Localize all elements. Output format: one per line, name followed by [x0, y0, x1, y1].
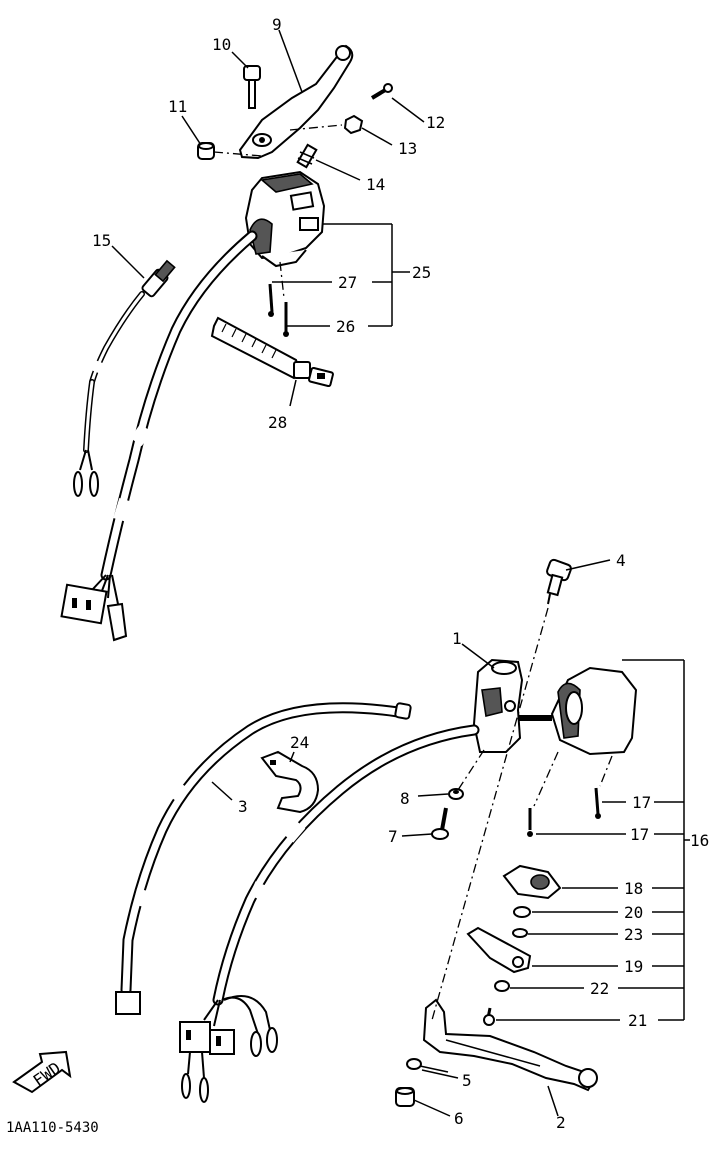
- part-label: 17: [630, 825, 649, 844]
- neutral-switch-wire: [73, 259, 176, 497]
- part-label: 2: [556, 1113, 566, 1132]
- spring-14: [296, 143, 318, 169]
- part-label: 7: [388, 827, 398, 846]
- part-label: 10: [212, 35, 231, 54]
- cable-clamp: [260, 750, 320, 814]
- drawing-code: 1AA110-5430: [6, 1120, 99, 1136]
- screw-17a: [594, 787, 601, 819]
- part-label: 23: [624, 925, 643, 944]
- cable-band: [210, 316, 334, 388]
- assembly-line: [289, 124, 343, 131]
- part-label: 18: [624, 879, 643, 898]
- screw-27: [268, 283, 274, 317]
- wire-harness-upper: [60, 230, 258, 642]
- leader-lines-lower: [211, 559, 690, 1117]
- nut-13: [343, 114, 364, 135]
- part-label: 27: [338, 273, 357, 292]
- screw-12: [370, 83, 394, 100]
- part-label: 26: [336, 317, 355, 336]
- part-label: 16: [690, 831, 709, 850]
- part-label: 14: [366, 175, 385, 194]
- part-label: 8: [400, 789, 410, 808]
- part-label: 9: [272, 15, 282, 34]
- assembly-line: [279, 261, 285, 299]
- screw-21: [483, 1007, 495, 1026]
- wire-harness-lower: [179, 724, 480, 1103]
- part-label: 4: [616, 551, 626, 570]
- lever-nut: [197, 142, 215, 160]
- nut-22: [494, 980, 510, 992]
- part-label: 20: [624, 903, 643, 922]
- part-label: 1: [452, 629, 462, 648]
- switch-knob-18: [502, 864, 562, 900]
- pivot-bolt: [243, 65, 261, 109]
- forward-arrow-icon: FWD: [12, 1050, 72, 1094]
- pivot-pin-5: [406, 1058, 449, 1073]
- screw-26: [283, 302, 289, 337]
- part-label: 17: [632, 793, 651, 812]
- part-label: 11: [168, 97, 187, 116]
- leader-lines-upper: [111, 29, 425, 407]
- switch-housing-upper: [244, 170, 326, 268]
- switch-housing-lower: [518, 666, 638, 756]
- lever-upper: [238, 44, 354, 160]
- part-label: 12: [426, 113, 445, 132]
- assembly-axis: [431, 607, 549, 1021]
- part-label: 22: [590, 979, 609, 998]
- assembly-line: [457, 749, 485, 791]
- cable-adjuster: [546, 558, 572, 605]
- assembly-line: [213, 151, 263, 157]
- screw-17b: [527, 808, 533, 837]
- part-label: 25: [412, 263, 431, 282]
- assembly-line: [599, 755, 613, 787]
- part-label: 6: [454, 1109, 464, 1128]
- part-label: 15: [92, 231, 111, 250]
- part-label: 5: [462, 1071, 472, 1090]
- switch-plate-19: [466, 926, 532, 974]
- part-label: 21: [628, 1011, 647, 1030]
- bolt-7: [431, 807, 449, 840]
- part-label: 28: [268, 413, 287, 432]
- throttle-cable: [115, 702, 412, 1015]
- washer-8: [448, 788, 464, 800]
- part-label: 13: [398, 139, 417, 158]
- part-label: 24: [290, 733, 309, 752]
- brake-lever: [422, 998, 598, 1092]
- nut-6: [395, 1087, 415, 1107]
- washer-23: [512, 928, 528, 938]
- part-label: 3: [238, 797, 248, 816]
- assembly-line: [533, 751, 559, 807]
- washer-20: [513, 906, 531, 918]
- lever-bracket: [472, 658, 524, 753]
- part-label: 19: [624, 957, 643, 976]
